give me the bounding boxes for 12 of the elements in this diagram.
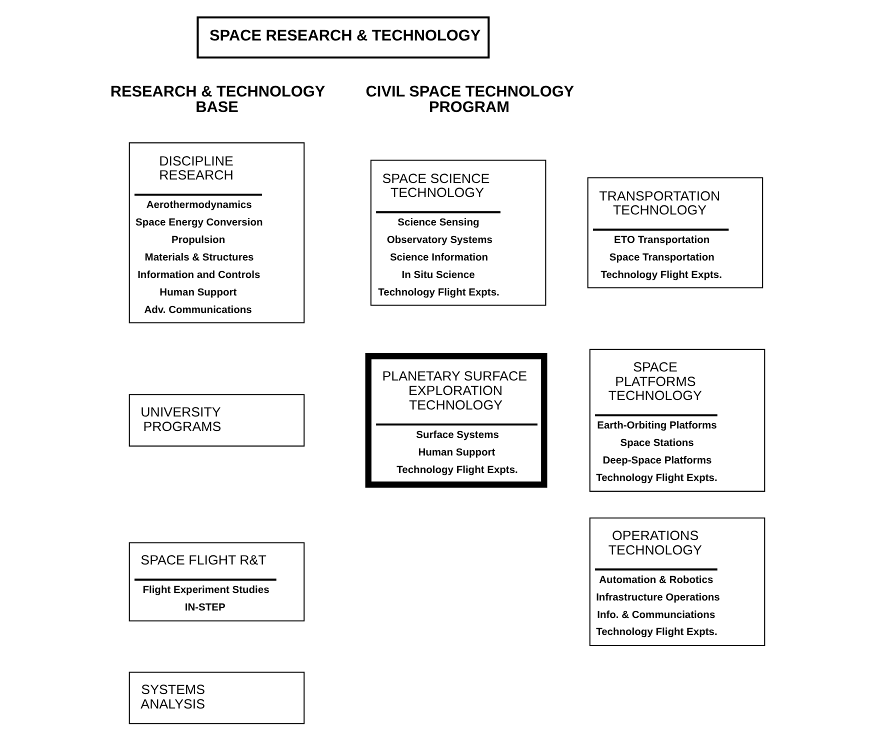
label: RESEARCH & TECHNOLOGY BASE: [110, 84, 326, 116]
node-box: UNIVERSITY PROGRAMS: [128, 394, 305, 447]
node-box: SPACE FLIGHT R&T Flight Experiment Studies IN-STEP: [128, 542, 305, 622]
node-box: PLANETARY SURFACE EXPLORATION TECHNOLOGY Surface Systems Human Support Technology Flight Expts.: [365, 353, 548, 488]
node-box: SPACE PLATFORMS TECHNOLOGY Earth-Orbiting Platforms Space Stations Deep-Space Platforms Technology Flight Expts.: [589, 348, 766, 492]
node-box: DISCIPLINE RESEARCH Aerothermodynamics Space Energy Conversion Propulsion Materials & Structures Information and Controls Human Support Adv. Communications: [128, 142, 305, 324]
node-box: TRANSPORTATION TECHNOLOGY ETO Transportation Space Transportation Technology Flight Expts.: [587, 177, 764, 288]
node-box: SPACE SCIENCE TECHNOLOGY Science Sensing Observatory Systems Science Information In Situ Science Technology Flight Expts.: [370, 160, 546, 306]
node-box: SPACE RESEARCH & TECHNOLOGY: [196, 16, 490, 59]
label: CIVIL SPACE TECHNOLOGY PROGRAM: [366, 84, 574, 116]
node-box: OPERATIONS TECHNOLOGY Automation & Robotics Infrastructure Operations Info. & Communciations Technology Flight Expts.: [589, 518, 766, 646]
node-box: SYSTEMS ANALYSIS: [128, 672, 305, 724]
